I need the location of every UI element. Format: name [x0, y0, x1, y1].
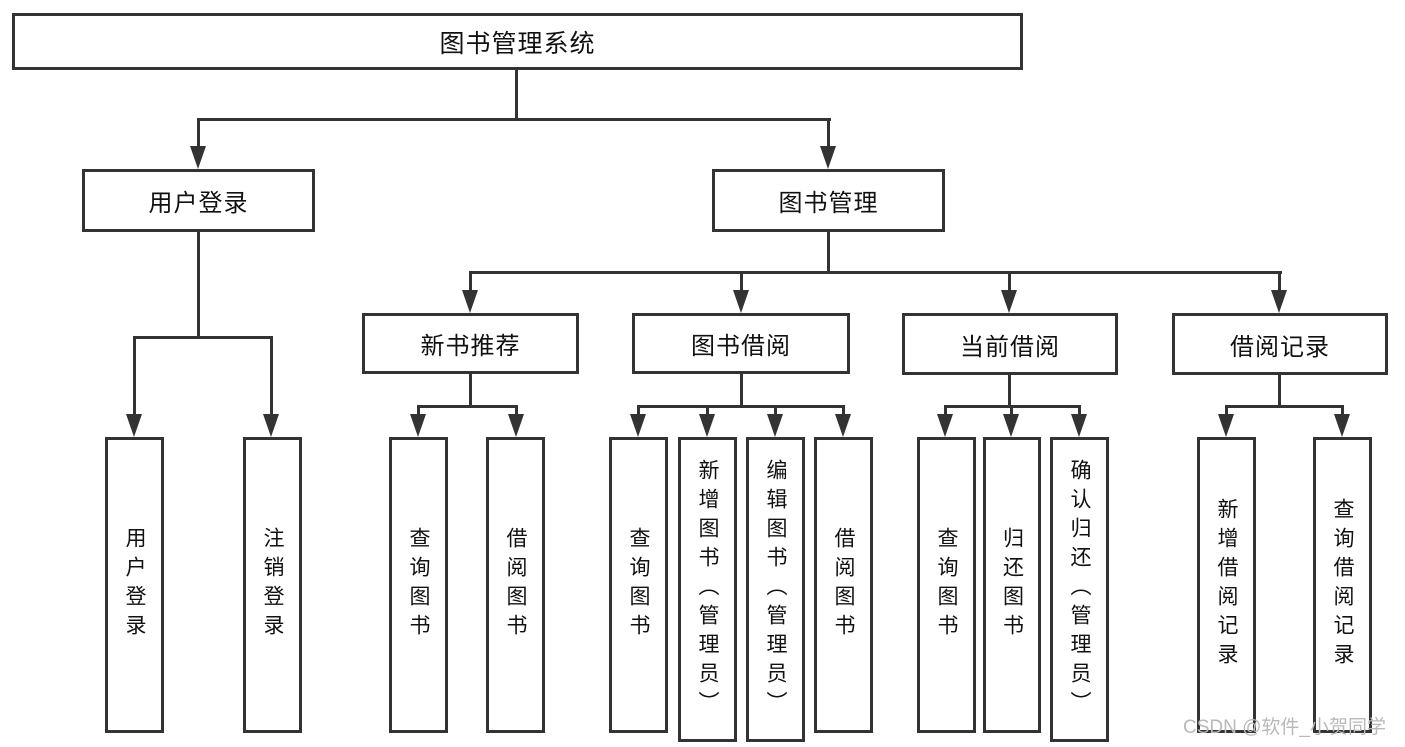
arrowhead	[190, 146, 206, 169]
connector-line	[1225, 405, 1344, 408]
arrowhead	[1218, 414, 1234, 437]
leaf-records-add-record: 新增借阅记录	[1197, 437, 1256, 733]
node-book-borrowing: 图书借阅	[632, 313, 850, 374]
arrowhead	[1003, 414, 1019, 437]
connector-line	[1078, 405, 1081, 417]
node-root: 图书管理系统	[12, 13, 1023, 70]
leaf-login-logout: 注销登录	[243, 437, 302, 733]
connector-line	[469, 271, 1282, 274]
connector-line	[706, 405, 709, 417]
node-book-management: 图书管理	[712, 169, 945, 232]
connector-line	[637, 405, 640, 417]
connector-line	[740, 271, 743, 293]
connector-line	[1341, 405, 1344, 417]
leaf-recommend-query-book: 查询图书	[389, 437, 448, 733]
connector-line	[197, 232, 200, 336]
connector-line	[842, 405, 845, 417]
connector-line	[469, 374, 472, 407]
leaf-current-query-book: 查询图书	[917, 437, 976, 733]
arrowhead	[630, 414, 646, 437]
connector-line	[1278, 271, 1281, 293]
connector-line	[270, 336, 273, 416]
arrowhead	[1271, 290, 1287, 313]
node-user-login: 用户登录	[82, 169, 315, 232]
connector-line	[133, 336, 273, 339]
watermark: CSDN @软件_小贺同学	[1183, 717, 1386, 738]
connector-line	[197, 118, 200, 148]
connector-line	[417, 405, 518, 408]
leaf-current-return-book: 归还图书	[983, 437, 1041, 733]
leaf-borrowing-query-book: 查询图书	[609, 437, 668, 733]
leaf-login-user-login: 用户登录	[105, 437, 164, 733]
connector-line	[1278, 375, 1281, 407]
arrowhead	[937, 414, 953, 437]
arrowhead	[263, 414, 279, 437]
node-new-book-recommend: 新书推荐	[362, 313, 579, 374]
arrowhead	[835, 414, 851, 437]
arrowhead	[462, 290, 478, 313]
connector-line	[197, 118, 831, 121]
leaf-borrowing-add-book-admin: 新增图书（管理员）	[678, 437, 737, 742]
connector-line	[944, 405, 947, 417]
leaf-recommend-borrow-book: 借阅图书	[486, 437, 545, 733]
connector-line	[827, 232, 830, 273]
arrowhead	[1334, 414, 1350, 437]
leaf-borrowing-edit-book-admin: 编辑图书（管理员）	[746, 437, 805, 742]
connector-line	[133, 336, 136, 416]
connector-line	[515, 70, 518, 118]
connector-line	[1008, 271, 1011, 293]
connector-line	[417, 405, 420, 417]
connector-line	[774, 405, 777, 417]
arrowhead	[508, 414, 524, 437]
node-current-borrowing: 当前借阅	[902, 313, 1118, 375]
arrowhead	[767, 414, 783, 437]
connector-line	[637, 405, 845, 408]
leaf-records-query-record: 查询借阅记录	[1313, 437, 1372, 733]
connector-line	[515, 405, 518, 417]
arrowhead	[733, 290, 749, 313]
arrowhead	[1071, 414, 1087, 437]
leaf-current-confirm-return-admin: 确认归还（管理员）	[1050, 437, 1109, 742]
arrowhead	[410, 414, 426, 437]
arrowhead	[126, 414, 142, 437]
connector-line	[1008, 375, 1011, 407]
arrowhead	[1001, 290, 1017, 313]
connector-line	[740, 374, 743, 407]
connector-line	[827, 118, 830, 148]
connector-line	[469, 271, 472, 293]
arrowhead	[820, 146, 836, 169]
connector-line	[1225, 405, 1228, 417]
node-borrowing-records: 借阅记录	[1172, 313, 1388, 375]
connector-line	[1010, 405, 1013, 417]
leaf-borrowing-borrow-book: 借阅图书	[814, 437, 873, 733]
arrowhead	[699, 414, 715, 437]
